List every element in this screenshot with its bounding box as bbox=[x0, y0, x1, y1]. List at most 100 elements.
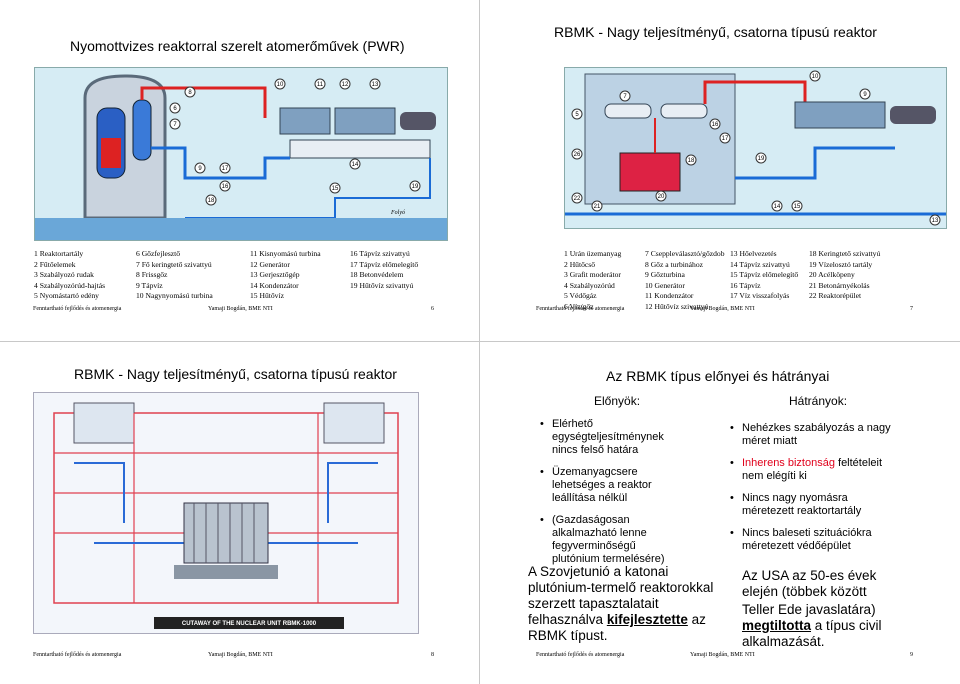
cons-list: Nehézkes szabályozás a nagy méret miatt … bbox=[730, 422, 900, 562]
horizontal-divider bbox=[0, 341, 960, 342]
num-7: 7 bbox=[173, 122, 177, 128]
legend-item: 9 Gőzturbina bbox=[645, 270, 685, 279]
pros-list: Elérhető egységteljesítménynek nincs fel… bbox=[540, 418, 680, 575]
legend-item: 12 Hűtővíz szivattyú bbox=[645, 301, 709, 311]
num-11: 11 bbox=[317, 82, 324, 88]
slide-7-title: RBMK - Nagy teljesítményű, csatorna típu… bbox=[554, 24, 877, 40]
legend-item: 16 Tápvíz szivattyú bbox=[350, 249, 410, 258]
num-8: 8 bbox=[188, 90, 192, 96]
legend-item: 15 Hűtővíz bbox=[250, 291, 284, 300]
num-17: 17 bbox=[722, 136, 729, 142]
num-16: 16 bbox=[712, 122, 719, 128]
legend-item: 3 Szabályozó rudak bbox=[34, 270, 94, 279]
rbmk-diagram: 10 5 7 16 17 18 19 20 26 22 21 9 14 15 1… bbox=[564, 67, 947, 229]
note-right-emphasis: megtiltotta bbox=[742, 618, 811, 633]
cons-red-text: Inherens biztonság bbox=[742, 457, 835, 469]
legend-item: 7 Cseppleválasztó/gőzdob bbox=[645, 249, 725, 258]
num-14: 14 bbox=[352, 162, 359, 168]
num-5: 5 bbox=[575, 112, 579, 118]
note-left: A Szovjetunió a katonai plutónium-termel… bbox=[528, 564, 718, 644]
legend-item: 18 Keringtető szivattyú bbox=[809, 249, 881, 258]
footer-center: Yamaji Bogdán, BME NTI bbox=[690, 652, 755, 658]
slide-6: Nyomottvizes reaktorral szerelt atomerőm… bbox=[0, 0, 480, 342]
num-15: 15 bbox=[794, 204, 801, 210]
legend-item: 8 Frissgőz bbox=[136, 270, 168, 279]
legend-item: 18 Betonvédelem bbox=[350, 270, 404, 279]
building-outline bbox=[53, 412, 399, 604]
cons-item-inherent-safety: Inherens biztonság feltételeit nem elégí… bbox=[730, 457, 900, 483]
note-left-emphasis: kifejlesztette bbox=[606, 612, 688, 627]
legend-item: 7 Fő keringtető szivattyú bbox=[136, 259, 212, 269]
num-21: 21 bbox=[594, 204, 601, 210]
reactor-core-shape bbox=[619, 152, 681, 192]
num-13: 13 bbox=[372, 82, 379, 88]
cons-heading: Hátrányok: bbox=[789, 394, 848, 408]
legend-item: 2 Fűtőelemek bbox=[34, 259, 76, 269]
legend-item: 2 Hűtőcső bbox=[564, 259, 596, 269]
legend-item: 6 Víz/gőz bbox=[564, 301, 594, 311]
upper-hall-left bbox=[73, 402, 135, 444]
num-10: 10 bbox=[812, 74, 819, 80]
generator-shape bbox=[400, 112, 436, 130]
legend-item: 20 Acélköpeny bbox=[809, 270, 855, 279]
vertical-divider bbox=[479, 0, 480, 684]
legend-item: 11 Kondenzátor bbox=[645, 291, 694, 300]
num-15: 15 bbox=[332, 186, 339, 192]
steam-line bbox=[140, 86, 267, 118]
legend-item: 16 Tápvíz bbox=[730, 280, 761, 290]
hp-turbine-shape bbox=[279, 107, 331, 135]
steam-to-turbine-line bbox=[703, 80, 807, 104]
steam-drum-left-shape bbox=[604, 103, 652, 119]
num-19: 19 bbox=[758, 156, 765, 162]
legend-item: 13 Gerjesztőgép bbox=[250, 270, 300, 279]
num-6: 6 bbox=[173, 106, 177, 112]
legend-item: 10 Generátor bbox=[645, 280, 685, 290]
cons-red-rest: feltételeit nem elégíti ki bbox=[742, 457, 883, 482]
pros-item: Üzemanyagcsere lehetséges a reaktor leál… bbox=[540, 466, 680, 505]
num-18: 18 bbox=[688, 158, 695, 164]
slide-9-title: Az RBMK típus előnyei és hátrányai bbox=[606, 368, 830, 384]
steam-drum-right-shape bbox=[660, 103, 708, 119]
steam-generator-shape bbox=[132, 99, 152, 161]
footer-left: Fenntartható fejlődés és atomenergia bbox=[536, 652, 625, 658]
legend-item: 4 Szabályozórúd bbox=[564, 280, 615, 290]
legend-item: 14 Tápvíz szivattyú bbox=[730, 259, 790, 269]
legend-item: 13 Hőelvezetés bbox=[730, 249, 777, 258]
num-26: 26 bbox=[574, 152, 581, 158]
note-right-2: Teller Ede javaslatára) megtiltotta a tí… bbox=[742, 602, 922, 650]
num-10: 10 bbox=[277, 82, 284, 88]
river-shape bbox=[35, 218, 447, 240]
rbmk-diagram-svg: 10 5 7 16 17 18 19 20 26 22 21 9 14 15 1… bbox=[565, 70, 946, 226]
num-13: 13 bbox=[932, 218, 939, 224]
river-label: Folyó bbox=[390, 210, 405, 216]
cutaway-caption: CUTAWAY OF THE NUCLEAR UNIT RBMK-1000 bbox=[182, 621, 317, 627]
pros-item: (Gazdaságosan alkalmazható lenne fegyver… bbox=[540, 514, 680, 566]
reactor-core-shape bbox=[101, 138, 121, 168]
reactor-core-shape bbox=[183, 502, 269, 564]
legend-item: 19 Vízelosztó tartály bbox=[809, 259, 873, 269]
slide-9: Az RBMK típus előnyei és hátrányai Előny… bbox=[480, 342, 960, 684]
cons-item: Nincs nagy nyomásra méretezett reaktorta… bbox=[730, 492, 900, 518]
num-18: 18 bbox=[208, 198, 215, 204]
num-20: 20 bbox=[658, 194, 665, 200]
num-19: 19 bbox=[412, 184, 419, 190]
page-number: 6 bbox=[431, 306, 434, 312]
rbmk-cutaway: CUTAWAY OF THE NUCLEAR UNIT RBMK-1000 bbox=[33, 392, 419, 634]
page-number: 7 bbox=[910, 306, 913, 312]
legend-item: 17 Tápvíz előmelegítő bbox=[350, 259, 419, 269]
legend-item: 1 Urán üzemanyag bbox=[564, 249, 622, 258]
legend-item: 10 Nagynyomású turbina bbox=[136, 291, 213, 300]
piping-shapes bbox=[74, 462, 378, 544]
generator-shape bbox=[890, 106, 936, 124]
legend-item: 9 Tápvíz bbox=[136, 280, 163, 290]
legend-item: 3 Grafit moderátor bbox=[564, 270, 621, 279]
legend-item: 6 Gőzfejlesztő bbox=[136, 249, 181, 258]
page-number: 9 bbox=[910, 652, 913, 658]
legend-item: 8 Gőz a turbinához bbox=[645, 259, 703, 269]
footer-left: Fenntartható fejlődés és atomenergia bbox=[33, 652, 122, 658]
legend-item: 12 Generátor bbox=[250, 259, 290, 269]
legend-item: 5 Nyomástartó edény bbox=[34, 291, 99, 300]
feedwater-line bbox=[735, 146, 895, 180]
num-12: 12 bbox=[342, 82, 349, 88]
cons-item: Nincs baleseti szituációkra méretezett v… bbox=[730, 527, 900, 553]
